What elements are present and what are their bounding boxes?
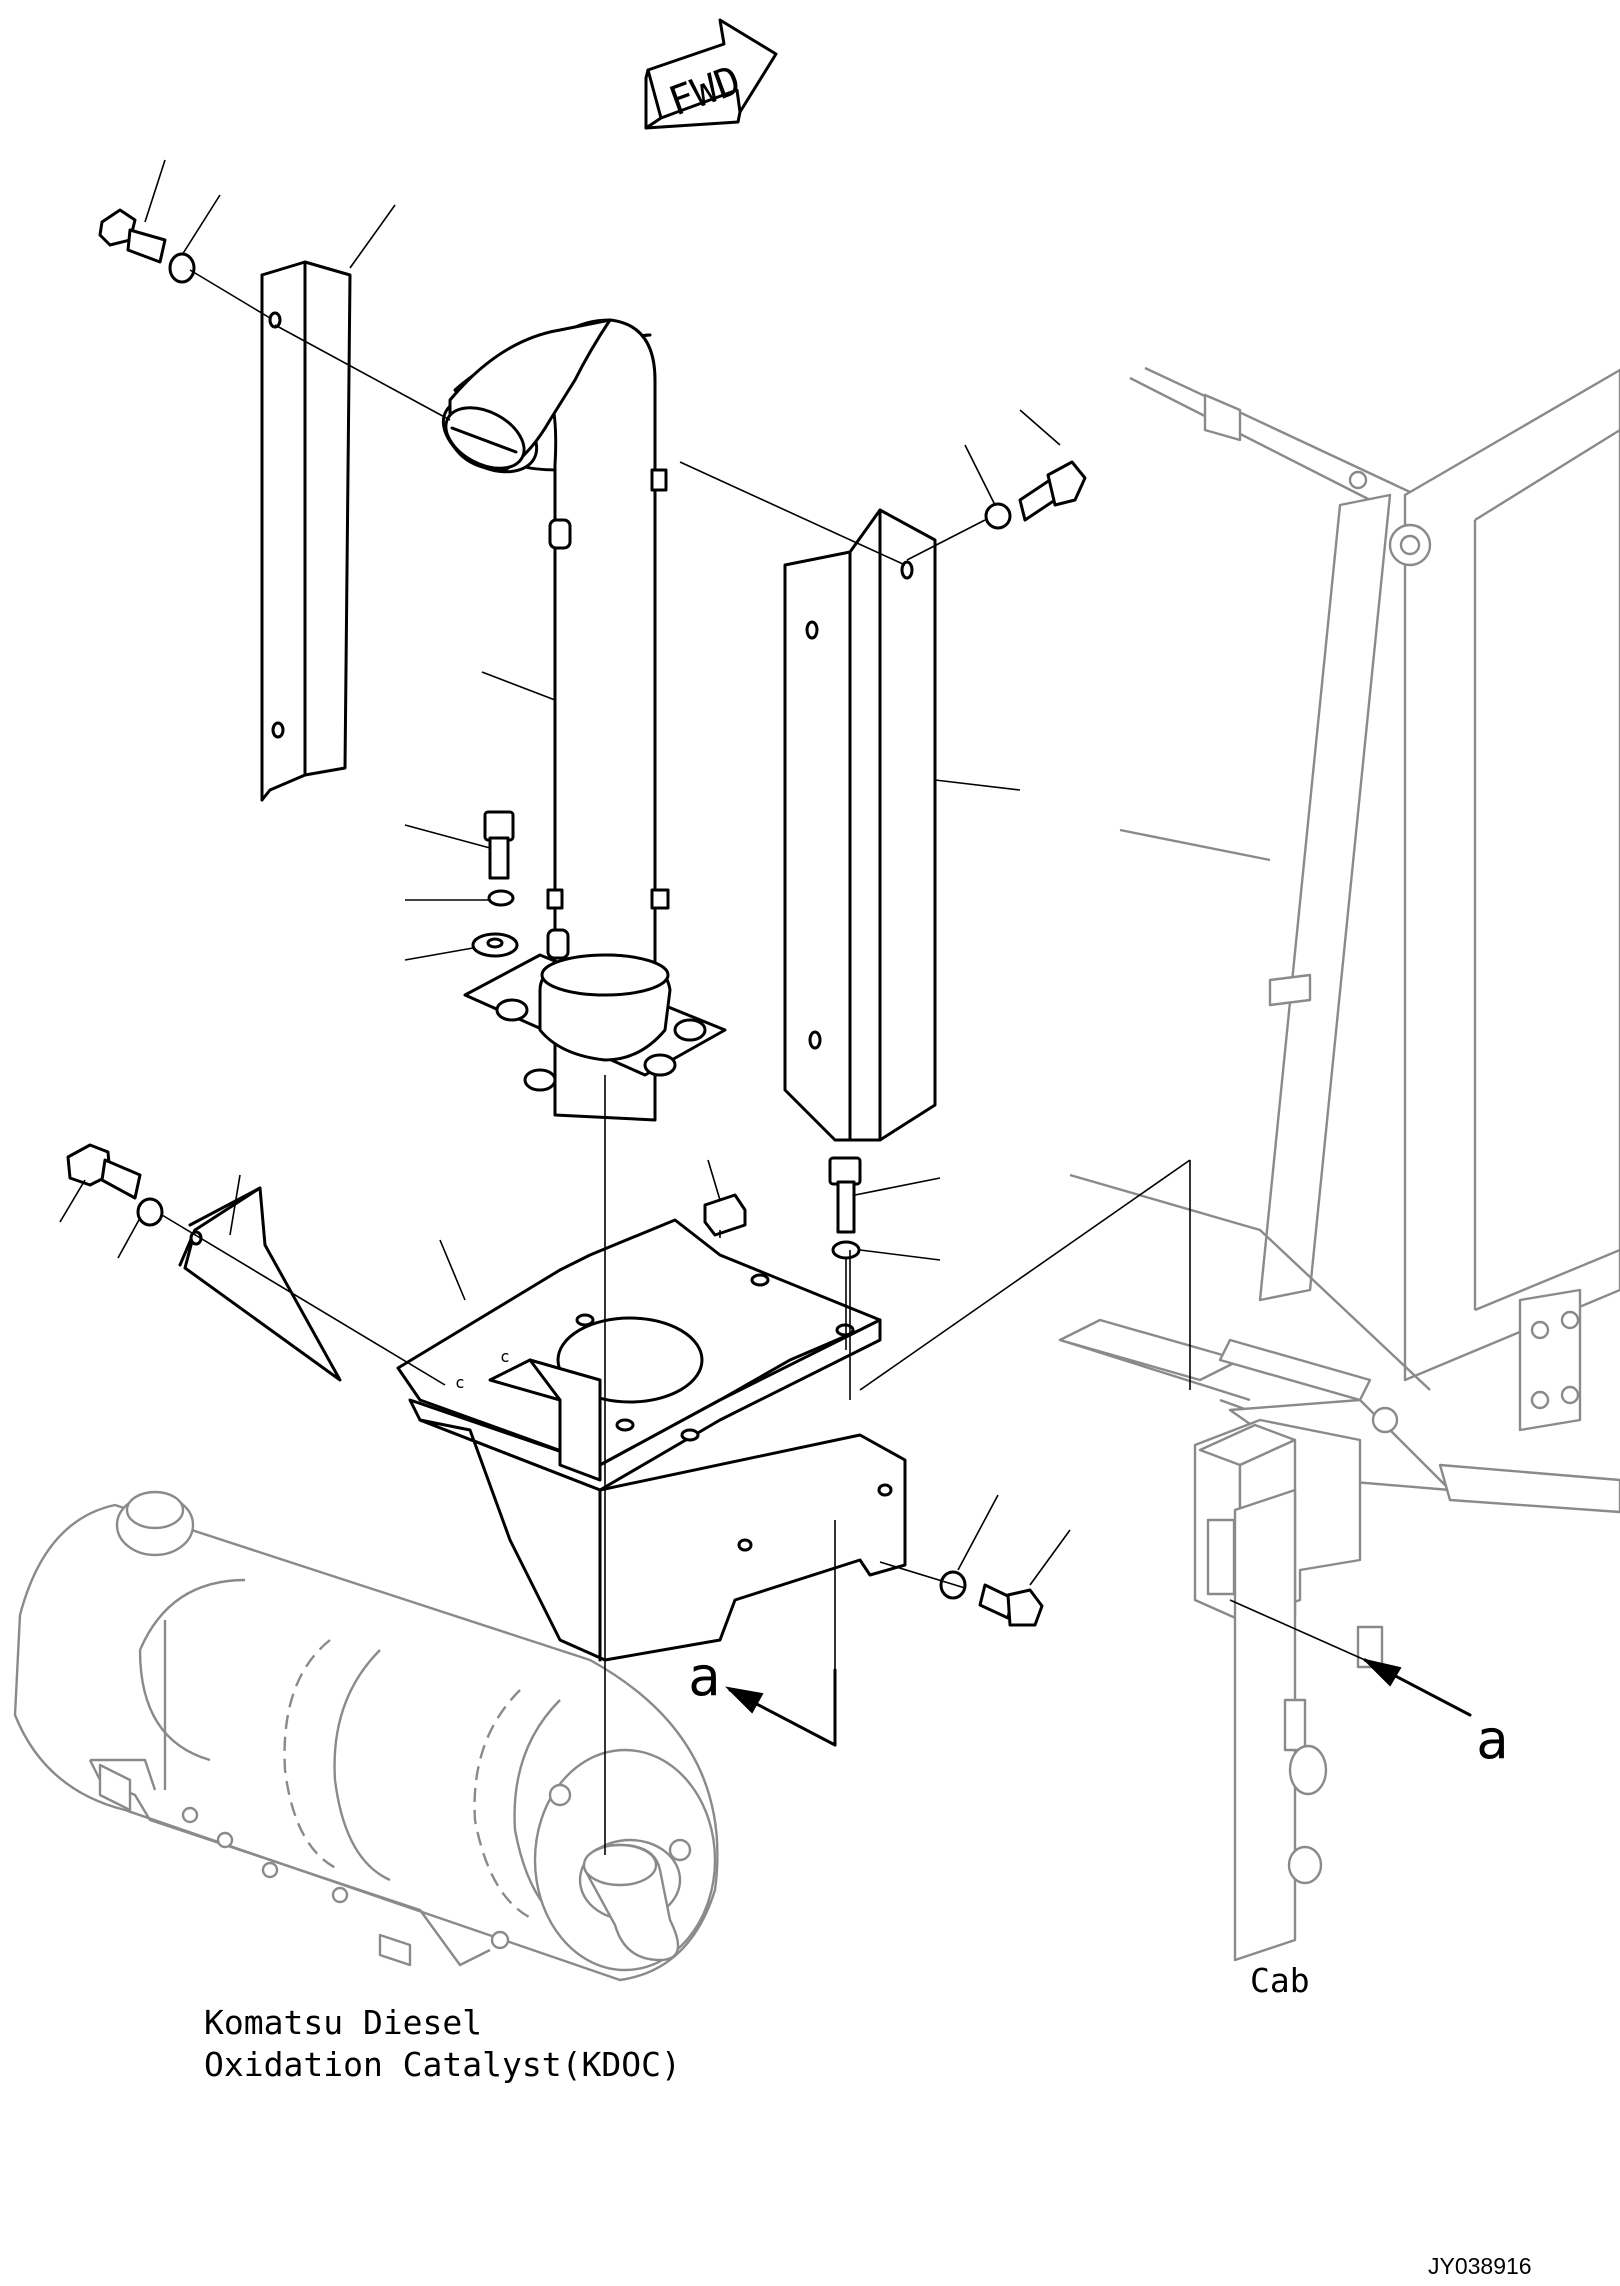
leader-lines	[59, 159, 1366, 1855]
drawing-number: JY038916	[1428, 2253, 1532, 2279]
view-marker-right: a	[1361, 1658, 1509, 1771]
bolt-left-bracket	[66, 1143, 142, 1200]
view-marker-label-right: a	[1476, 1708, 1509, 1771]
left-small-bracket	[178, 1186, 342, 1382]
right-guard	[783, 508, 937, 1142]
clip-part	[703, 1193, 747, 1237]
kdoc-label-line2: Oxidation Catalyst(KDOC)	[204, 2045, 681, 2084]
svg-text:c: c	[455, 1373, 465, 1392]
washer-bracket-right	[831, 1240, 861, 1260]
bolt-bracket-lower	[978, 1583, 1044, 1627]
bolt-bracket-right	[828, 1156, 862, 1234]
svg-text:c: c	[500, 1347, 510, 1366]
washer-middle-small	[487, 889, 515, 907]
cab-label: Cab	[1250, 1961, 1310, 2000]
exhaust-pipe	[441, 318, 727, 1122]
fwd-arrow-icon: FWD	[644, 18, 778, 130]
washer-top-left	[168, 252, 196, 284]
cab-structure	[1058, 366, 1620, 1962]
bolt-top-left	[98, 208, 167, 264]
kdoc-label-line1: Komatsu Diesel	[204, 2003, 482, 2042]
kdoc-assembly	[13, 1490, 719, 1982]
view-marker-left: a	[688, 1645, 837, 1747]
washer-left-bracket	[136, 1197, 164, 1227]
washer-top-right	[984, 502, 1012, 530]
bracket-assembly: c c	[396, 1218, 907, 1662]
bolt-middle	[483, 810, 515, 880]
left-guard	[260, 260, 352, 802]
view-marker-label-left: a	[688, 1645, 721, 1708]
bolt-top-right	[1018, 460, 1087, 522]
